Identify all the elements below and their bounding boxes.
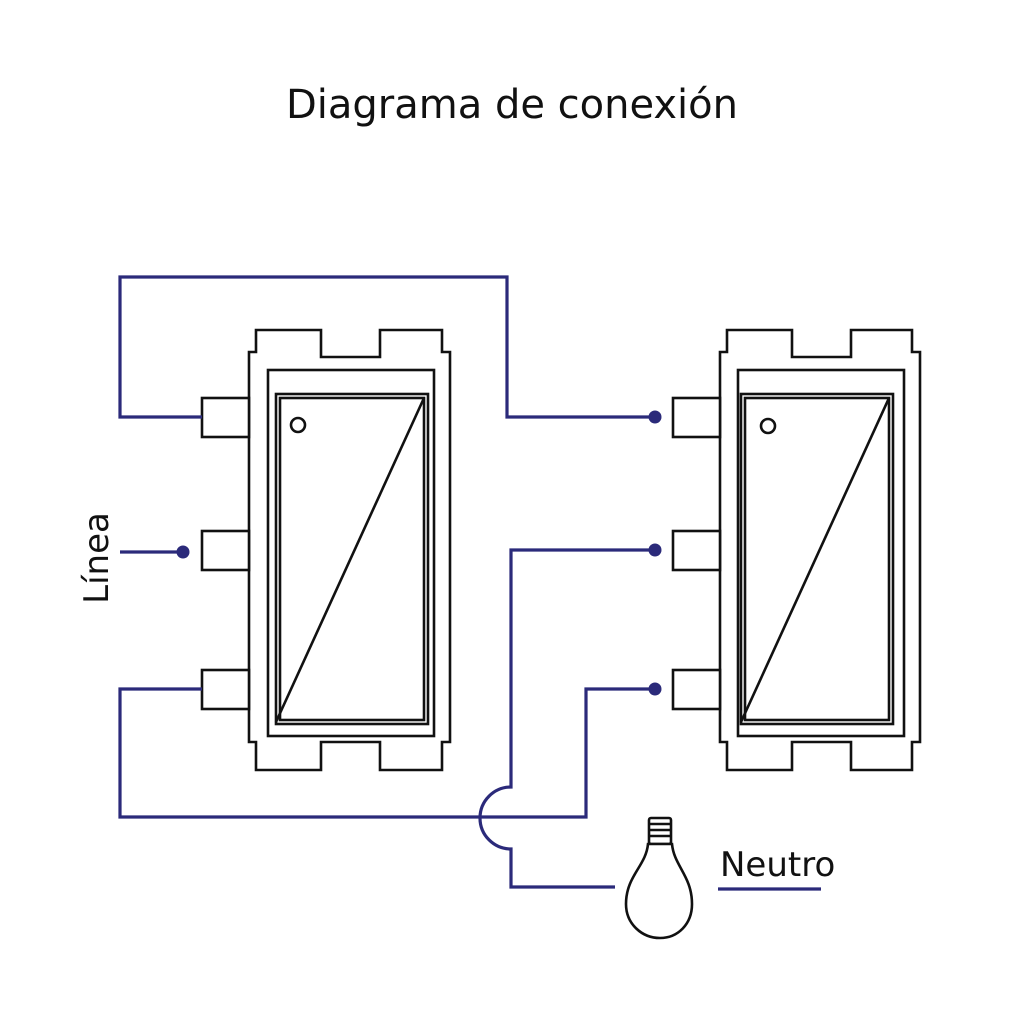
right-switch-terminal-middle (671, 529, 722, 572)
wiring (118, 275, 821, 891)
left-switch (200, 328, 452, 772)
right-switch-rocker-inner (743, 396, 891, 722)
right-bottom-terminal-dot (648, 682, 662, 696)
left-switch-indicator (289, 416, 307, 434)
left-switch-terminal-middle (200, 529, 251, 572)
left-switch-icon (200, 328, 452, 772)
right-switch-frame (736, 368, 906, 738)
right-middle-terminal-dot (648, 543, 662, 557)
line-terminal-dot (176, 545, 190, 559)
right-top-terminal-dot (648, 410, 662, 424)
bulb-glass (624, 842, 694, 940)
right-switch-icon (671, 328, 922, 772)
right-switch-terminal-top (671, 396, 722, 439)
right-switch (671, 328, 922, 772)
left-switch-rocker-inner (278, 396, 426, 722)
traveler-wire-top (118, 275, 655, 419)
left-switch-terminal-bottom (200, 668, 251, 711)
right-switch-indicator (759, 417, 777, 435)
right-switch-diagonal (739, 397, 891, 723)
right-switch-terminal-bottom (671, 668, 722, 711)
load-wire (478, 548, 655, 889)
left-switch-terminal-top (200, 396, 251, 439)
left-switch-body (247, 328, 452, 772)
right-switch-rocker (739, 392, 895, 726)
right-switch-body (718, 328, 922, 772)
left-switch-frame (266, 368, 436, 738)
traveler-wire-bottom (118, 687, 655, 819)
left-switch-rocker (274, 392, 430, 726)
light-bulb-icon (624, 816, 694, 940)
neutral-label: Neutro (720, 845, 835, 885)
diagram-title: Diagrama de conexión (286, 82, 738, 128)
left-switch-diagonal (274, 397, 426, 723)
line-label: Línea (77, 512, 117, 604)
